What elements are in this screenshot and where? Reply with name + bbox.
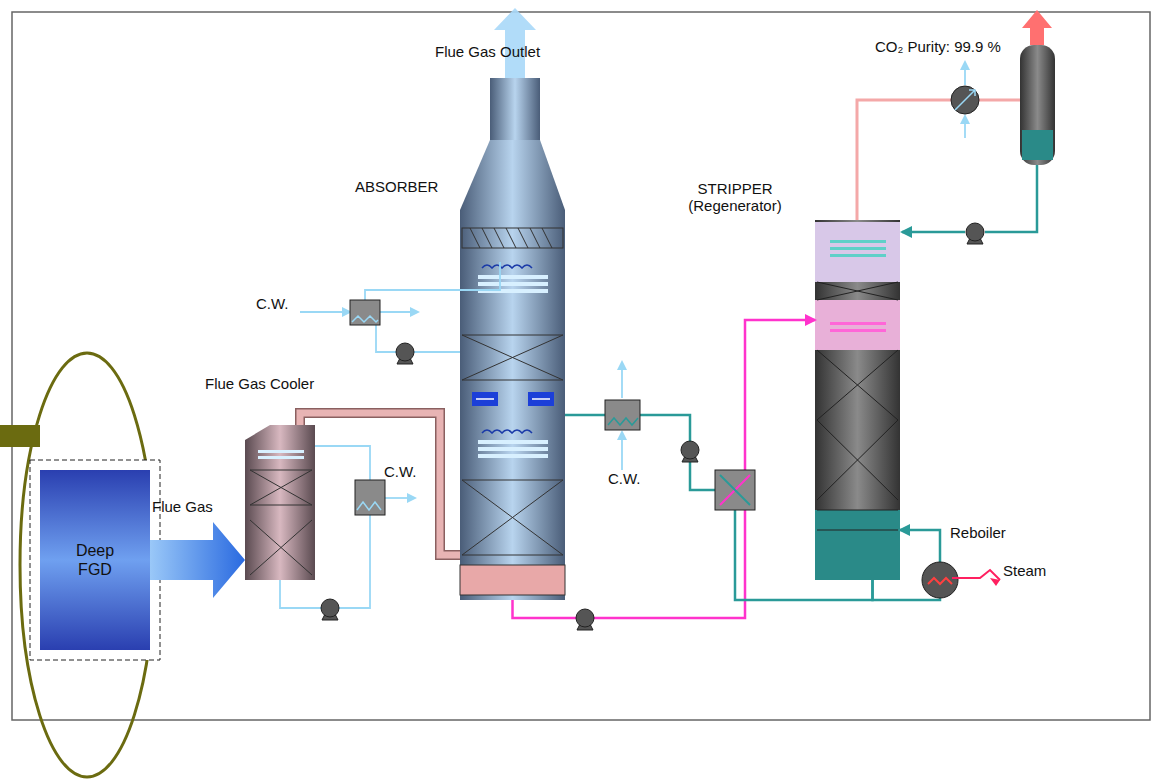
process-stream <box>513 320 816 618</box>
stream-label: Flue Gas <box>152 498 213 515</box>
unit-heading: STRIPPER (Regenerator) <box>665 180 805 215</box>
unit-heading: ABSORBER <box>355 178 438 195</box>
cooling-water-label: C.W. <box>256 295 289 312</box>
purity-label: CO₂ Purity: 99.9 % <box>875 38 1001 55</box>
cooling-water-label: C.W. <box>384 463 417 480</box>
fgd-unit: Deep FGD <box>40 470 150 650</box>
outlet-label: Flue Gas Outlet <box>435 43 540 60</box>
steam-label: Steam <box>1003 562 1046 579</box>
flue-gas-cooler: Flue Gas Cooler <box>245 425 315 580</box>
process-stream <box>150 522 245 598</box>
process-stream <box>565 415 873 600</box>
process-stream <box>300 413 460 555</box>
unit-heading: Reboiler <box>950 524 1006 541</box>
unit-name: Deep FGD <box>60 541 130 579</box>
process-stream <box>900 530 940 562</box>
unit-heading: Flue Gas Cooler <box>205 375 314 392</box>
reboiler: Reboiler <box>922 562 958 598</box>
cooling-water-label: C.W. <box>608 470 641 487</box>
stripper-column: STRIPPER (Regenerator) <box>815 220 900 580</box>
absorber-column: ABSORBER <box>460 210 565 600</box>
